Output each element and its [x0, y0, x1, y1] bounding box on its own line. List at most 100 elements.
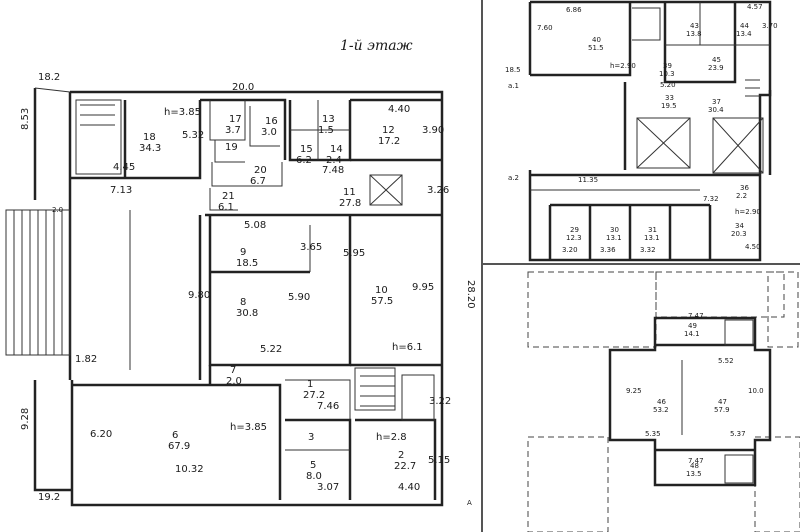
- r-6-area: 67.9: [168, 441, 190, 452]
- r-29-number: 29: [570, 226, 579, 234]
- left-dim-1: 18.2: [38, 72, 60, 83]
- r-2-number: 2: [398, 450, 404, 461]
- r-16-number: 16: [265, 116, 278, 127]
- r-11-number: 11: [343, 187, 356, 198]
- d-100: 10.0: [748, 387, 764, 395]
- r-44-area: 13.4: [736, 30, 752, 38]
- d-522: 5.22: [260, 344, 282, 355]
- r-5-area: 8.0: [306, 471, 322, 482]
- r-30-number: 30: [610, 226, 619, 234]
- r-20-number: 20: [254, 165, 267, 176]
- d-590: 5.90: [288, 292, 310, 303]
- d-307: 3.07: [317, 482, 339, 493]
- d-515: 5.15: [428, 455, 450, 466]
- d-1032: 10.32: [175, 464, 204, 475]
- d-747b: 7.47: [688, 457, 704, 465]
- d-322: 3.22: [429, 396, 451, 407]
- sheet-title: 1-й этаж: [340, 38, 413, 54]
- r-49-area: 14.1: [684, 330, 700, 338]
- overall-height-dim: 28.20: [465, 280, 476, 309]
- r-43-number: 43: [690, 22, 699, 30]
- d-326: 3.26: [427, 185, 449, 196]
- r-7-number: 7: [230, 365, 236, 376]
- d-732: 7.32: [703, 195, 719, 203]
- h-28: h=2.8: [376, 432, 407, 443]
- h-385b: h=3.85: [230, 422, 267, 433]
- r-29-area: 12.3: [566, 234, 582, 242]
- r-21-number: 21: [222, 191, 235, 202]
- r-20-area: 6.7: [250, 176, 266, 187]
- r-14-area: 2.4: [326, 155, 342, 166]
- r-40-number: 40: [592, 36, 601, 44]
- r-15-area: 6.2: [296, 155, 312, 166]
- upper-floor-plan: [528, 0, 772, 262]
- first-floor-plan: [5, 87, 444, 507]
- corner-mark: A: [467, 499, 472, 507]
- lower-right-floor-plan: [527, 271, 800, 532]
- d-182: 1.82: [75, 354, 97, 365]
- d-508: 5.08: [244, 220, 266, 231]
- d-686: 6.86: [566, 6, 582, 14]
- r-12-area: 17.2: [378, 136, 400, 147]
- r-16-area: 3.0: [261, 127, 277, 138]
- left-mark-1: 18.5: [505, 66, 521, 74]
- d-748: 7.48: [322, 165, 344, 176]
- r-21-area: 6.1: [218, 202, 234, 213]
- d-440a: 4.40: [388, 104, 410, 115]
- d-995: 9.95: [412, 282, 434, 293]
- r-8-area: 30.8: [236, 308, 258, 319]
- r-33-area: 19.5: [661, 102, 677, 110]
- r-37-number: 37: [712, 98, 721, 106]
- r-15-number: 15: [300, 144, 313, 155]
- h-385a: h=3.85: [164, 107, 201, 118]
- r-36-number: 36: [740, 184, 749, 192]
- d-925: 9.25: [626, 387, 642, 395]
- r-40-area: 51.5: [588, 44, 604, 52]
- r-39-area: 10.3: [659, 70, 675, 78]
- h-61: h=6.1: [392, 342, 423, 353]
- r-10-number: 10: [375, 285, 388, 296]
- r-31-number: 31: [648, 226, 657, 234]
- d-445: 4.45: [113, 162, 135, 173]
- r-5-number: 5: [310, 460, 316, 471]
- r-47-number: 47: [718, 398, 727, 406]
- d-552: 5.52: [718, 357, 734, 365]
- r-19-number: 19: [225, 142, 238, 153]
- r-17-area: 3.7: [225, 125, 241, 136]
- r-10-area: 57.5: [371, 296, 393, 307]
- r-1-number: 1: [307, 379, 313, 390]
- r-43-area: 13.8: [686, 30, 702, 38]
- d-336: 3.36: [600, 246, 616, 254]
- r-9-area: 18.5: [236, 258, 258, 269]
- r-48-number: 48: [690, 462, 699, 470]
- d-365: 3.65: [300, 242, 322, 253]
- r-45-area: 23.9: [708, 64, 724, 72]
- h-290b: h=2.90: [735, 208, 761, 216]
- d-332: 3.32: [640, 246, 656, 254]
- d-535: 5.35: [645, 430, 661, 438]
- d-457: 4.57: [747, 3, 763, 11]
- d-746: 7.46: [317, 401, 339, 412]
- d-520: 5.20: [660, 81, 676, 89]
- d-440b: 4.40: [398, 482, 420, 493]
- r-34-area: 20.3: [731, 230, 747, 238]
- r-12-number: 12: [382, 125, 395, 136]
- d-390: 3.90: [422, 125, 444, 136]
- r-18-area: 34.3: [139, 143, 161, 154]
- ceiling-height-labels: h=3.85h=6.1h=3.85h=2.8h=2.90h=2.90: [164, 62, 761, 443]
- r-33-number: 33: [665, 94, 674, 102]
- overall-width-dim: 20.0: [232, 82, 254, 93]
- d-760: 7.60: [537, 24, 553, 32]
- left-mark-2: a.1: [508, 82, 519, 90]
- left-dim-5: 19.2: [38, 492, 60, 503]
- r-18-number: 18: [143, 132, 156, 143]
- r-14-number: 14: [330, 144, 343, 155]
- r-47-area: 57.9: [714, 406, 730, 414]
- r-31-area: 13.1: [644, 234, 660, 242]
- r-49-number: 49: [688, 322, 697, 330]
- left-dim-2: 8.53: [20, 108, 31, 130]
- r-48-area: 13.5: [686, 470, 702, 478]
- r-1-area: 27.2: [303, 390, 325, 401]
